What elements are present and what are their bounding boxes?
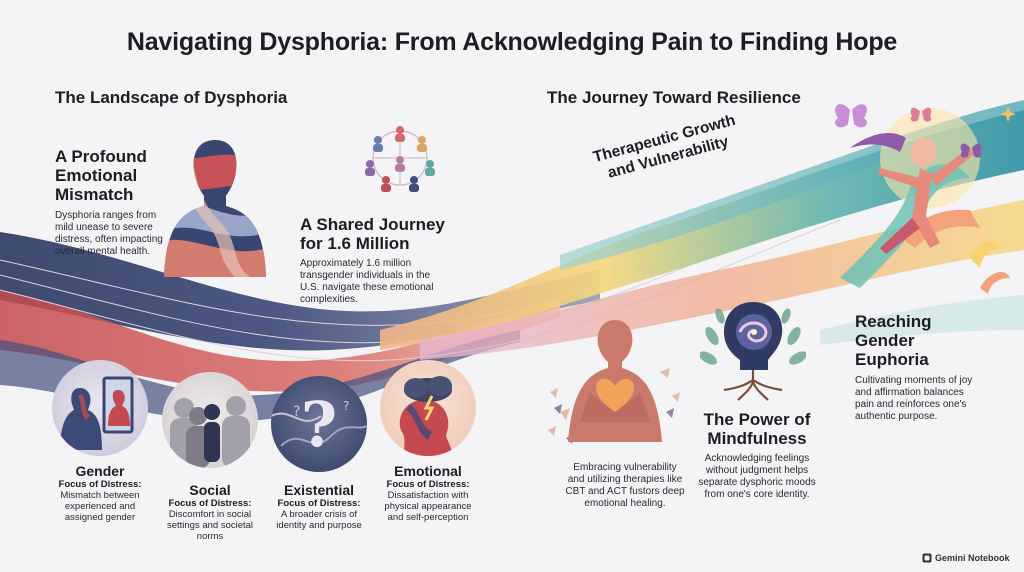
category-gender: Gender Focus of Distress: Mismatch betwe… xyxy=(45,463,155,523)
therapy-line: Embracing vulnerability xyxy=(573,462,677,473)
focus-line: Dissatisfaction with xyxy=(387,490,469,501)
shared-body-line: Approximately 1.6 million xyxy=(300,258,412,269)
focus-line: Discomfort in social xyxy=(168,509,252,520)
category-title: Gender xyxy=(75,463,125,479)
focus-line: Mismatch between xyxy=(60,490,140,501)
euphoria-body-line: and affirmation balances xyxy=(855,387,964,398)
question-mark-icon: ? ? ? xyxy=(271,388,367,461)
emotional-circle xyxy=(380,360,476,456)
euphoria-body-line: pain and reinforces one's xyxy=(855,399,967,410)
mismatch-title-line: Emotional xyxy=(55,166,138,185)
therapy-line: CBT and ACT fustors deep xyxy=(565,486,685,497)
gender-circle xyxy=(52,360,148,456)
category-social: Social Focus of Distress: Discomfort in … xyxy=(155,482,265,542)
focus-line: and self-perception xyxy=(387,512,469,523)
sparkle-icon xyxy=(1000,106,1016,122)
mismatch-title-line: A Profound xyxy=(55,147,147,166)
focus-line: assigned gender xyxy=(64,512,136,523)
focus-label: Focus of Distress: xyxy=(58,479,142,490)
euphoria-title-line: Gender xyxy=(855,331,915,350)
crowd-silhouette-icon xyxy=(170,396,250,468)
category-title: Existential xyxy=(283,482,355,498)
storm-cloud-head-icon xyxy=(399,376,454,456)
focus-line: identity and purpose xyxy=(276,520,362,531)
mismatch-body-line: mild unease to severe xyxy=(55,222,153,233)
mindfulness-body-line: from one's core identity. xyxy=(704,489,810,500)
mindfulness-body-line: without judgment helps xyxy=(705,465,809,476)
shared-title-line: A Shared Journey xyxy=(300,215,445,234)
focus-line: physical appearance xyxy=(384,501,472,512)
focus-label: Focus of Distress: xyxy=(168,498,252,509)
mismatch-body-line: overall mental health. xyxy=(55,246,151,257)
mismatch-body-line: Dysphoria ranges from xyxy=(55,210,157,221)
mirror-figure-icon xyxy=(60,376,134,450)
mismatch-body-line: distress, often impacting xyxy=(55,234,163,245)
category-title: Social xyxy=(189,482,231,498)
focus-line: experienced and xyxy=(64,501,136,512)
mindfulness-body-line: Acknowledging feelings xyxy=(704,453,810,464)
shared-journey-block: A Shared Journey for 1.6 Million Approxi… xyxy=(300,215,470,306)
therapy-line: emotional healing. xyxy=(584,498,666,509)
journey-heading: The Journey Toward Resilience xyxy=(547,88,801,107)
focus-label: Focus of Distress: xyxy=(386,479,470,490)
butterfly-dancer-icon xyxy=(835,104,1010,294)
focus-line: norms xyxy=(196,531,224,542)
shared-body-line: transgender individuals in the xyxy=(300,270,431,281)
mindfulness-body-line: separate dysphoric moods xyxy=(698,477,816,488)
euphoria-block: Reaching Gender Euphoria Cultivating mom… xyxy=(855,312,1005,423)
mosaic-figure-icon xyxy=(164,140,266,277)
focus-label: Focus of Distress: xyxy=(277,498,361,509)
mindfulness-block: The Power of Mindfulness Acknowledging f… xyxy=(682,410,832,501)
therapy-line: and utilizing therapies like xyxy=(567,474,683,485)
gemini-notebook-badge: Gemini Notebook xyxy=(922,553,1010,563)
svg-text:?: ? xyxy=(343,399,349,413)
page-title: Navigating Dysphoria: From Acknowledging… xyxy=(126,28,898,56)
shared-body-line: U.S. navigate these emotional xyxy=(300,282,434,293)
heart-figure-icon xyxy=(548,320,680,444)
euphoria-body-line: authentic purpose. xyxy=(855,411,938,422)
euphoria-body-line: Cultivating moments of joy xyxy=(855,375,973,386)
social-circle xyxy=(162,372,258,468)
euphoria-title-line: Reaching xyxy=(855,312,932,331)
svg-text:?: ? xyxy=(301,388,337,461)
galaxy-brain-tree-icon xyxy=(700,302,806,401)
svg-text:?: ? xyxy=(293,404,300,420)
focus-line: settings and societal xyxy=(166,520,254,531)
focus-line: A broader crisis of xyxy=(280,509,358,520)
shared-title-line: for 1.6 Million xyxy=(300,234,410,253)
category-emotional: Emotional Focus of Distress: Dissatisfac… xyxy=(372,463,484,523)
notebook-logo-icon xyxy=(922,553,932,563)
existential-circle: ? ? ? xyxy=(271,376,367,472)
mismatch-block: A Profound Emotional Mismatch Dysphoria … xyxy=(55,147,175,258)
community-circle-icon xyxy=(365,126,435,192)
mismatch-title-line: Mismatch xyxy=(55,185,134,204)
badge-label: Gemini Notebook xyxy=(935,553,1010,563)
category-title: Emotional xyxy=(394,463,462,479)
landscape-heading: The Landscape of Dysphoria xyxy=(55,88,288,107)
mindfulness-title-line: Mindfulness xyxy=(707,429,807,448)
therapy-block: Embracing vulnerability and utilizing th… xyxy=(540,462,710,510)
shared-body-line: complexities. xyxy=(300,294,358,305)
category-existential: Existential Focus of Distress: A broader… xyxy=(264,482,374,531)
mindfulness-title-line: The Power of xyxy=(703,410,811,429)
euphoria-title-line: Euphoria xyxy=(855,350,929,369)
